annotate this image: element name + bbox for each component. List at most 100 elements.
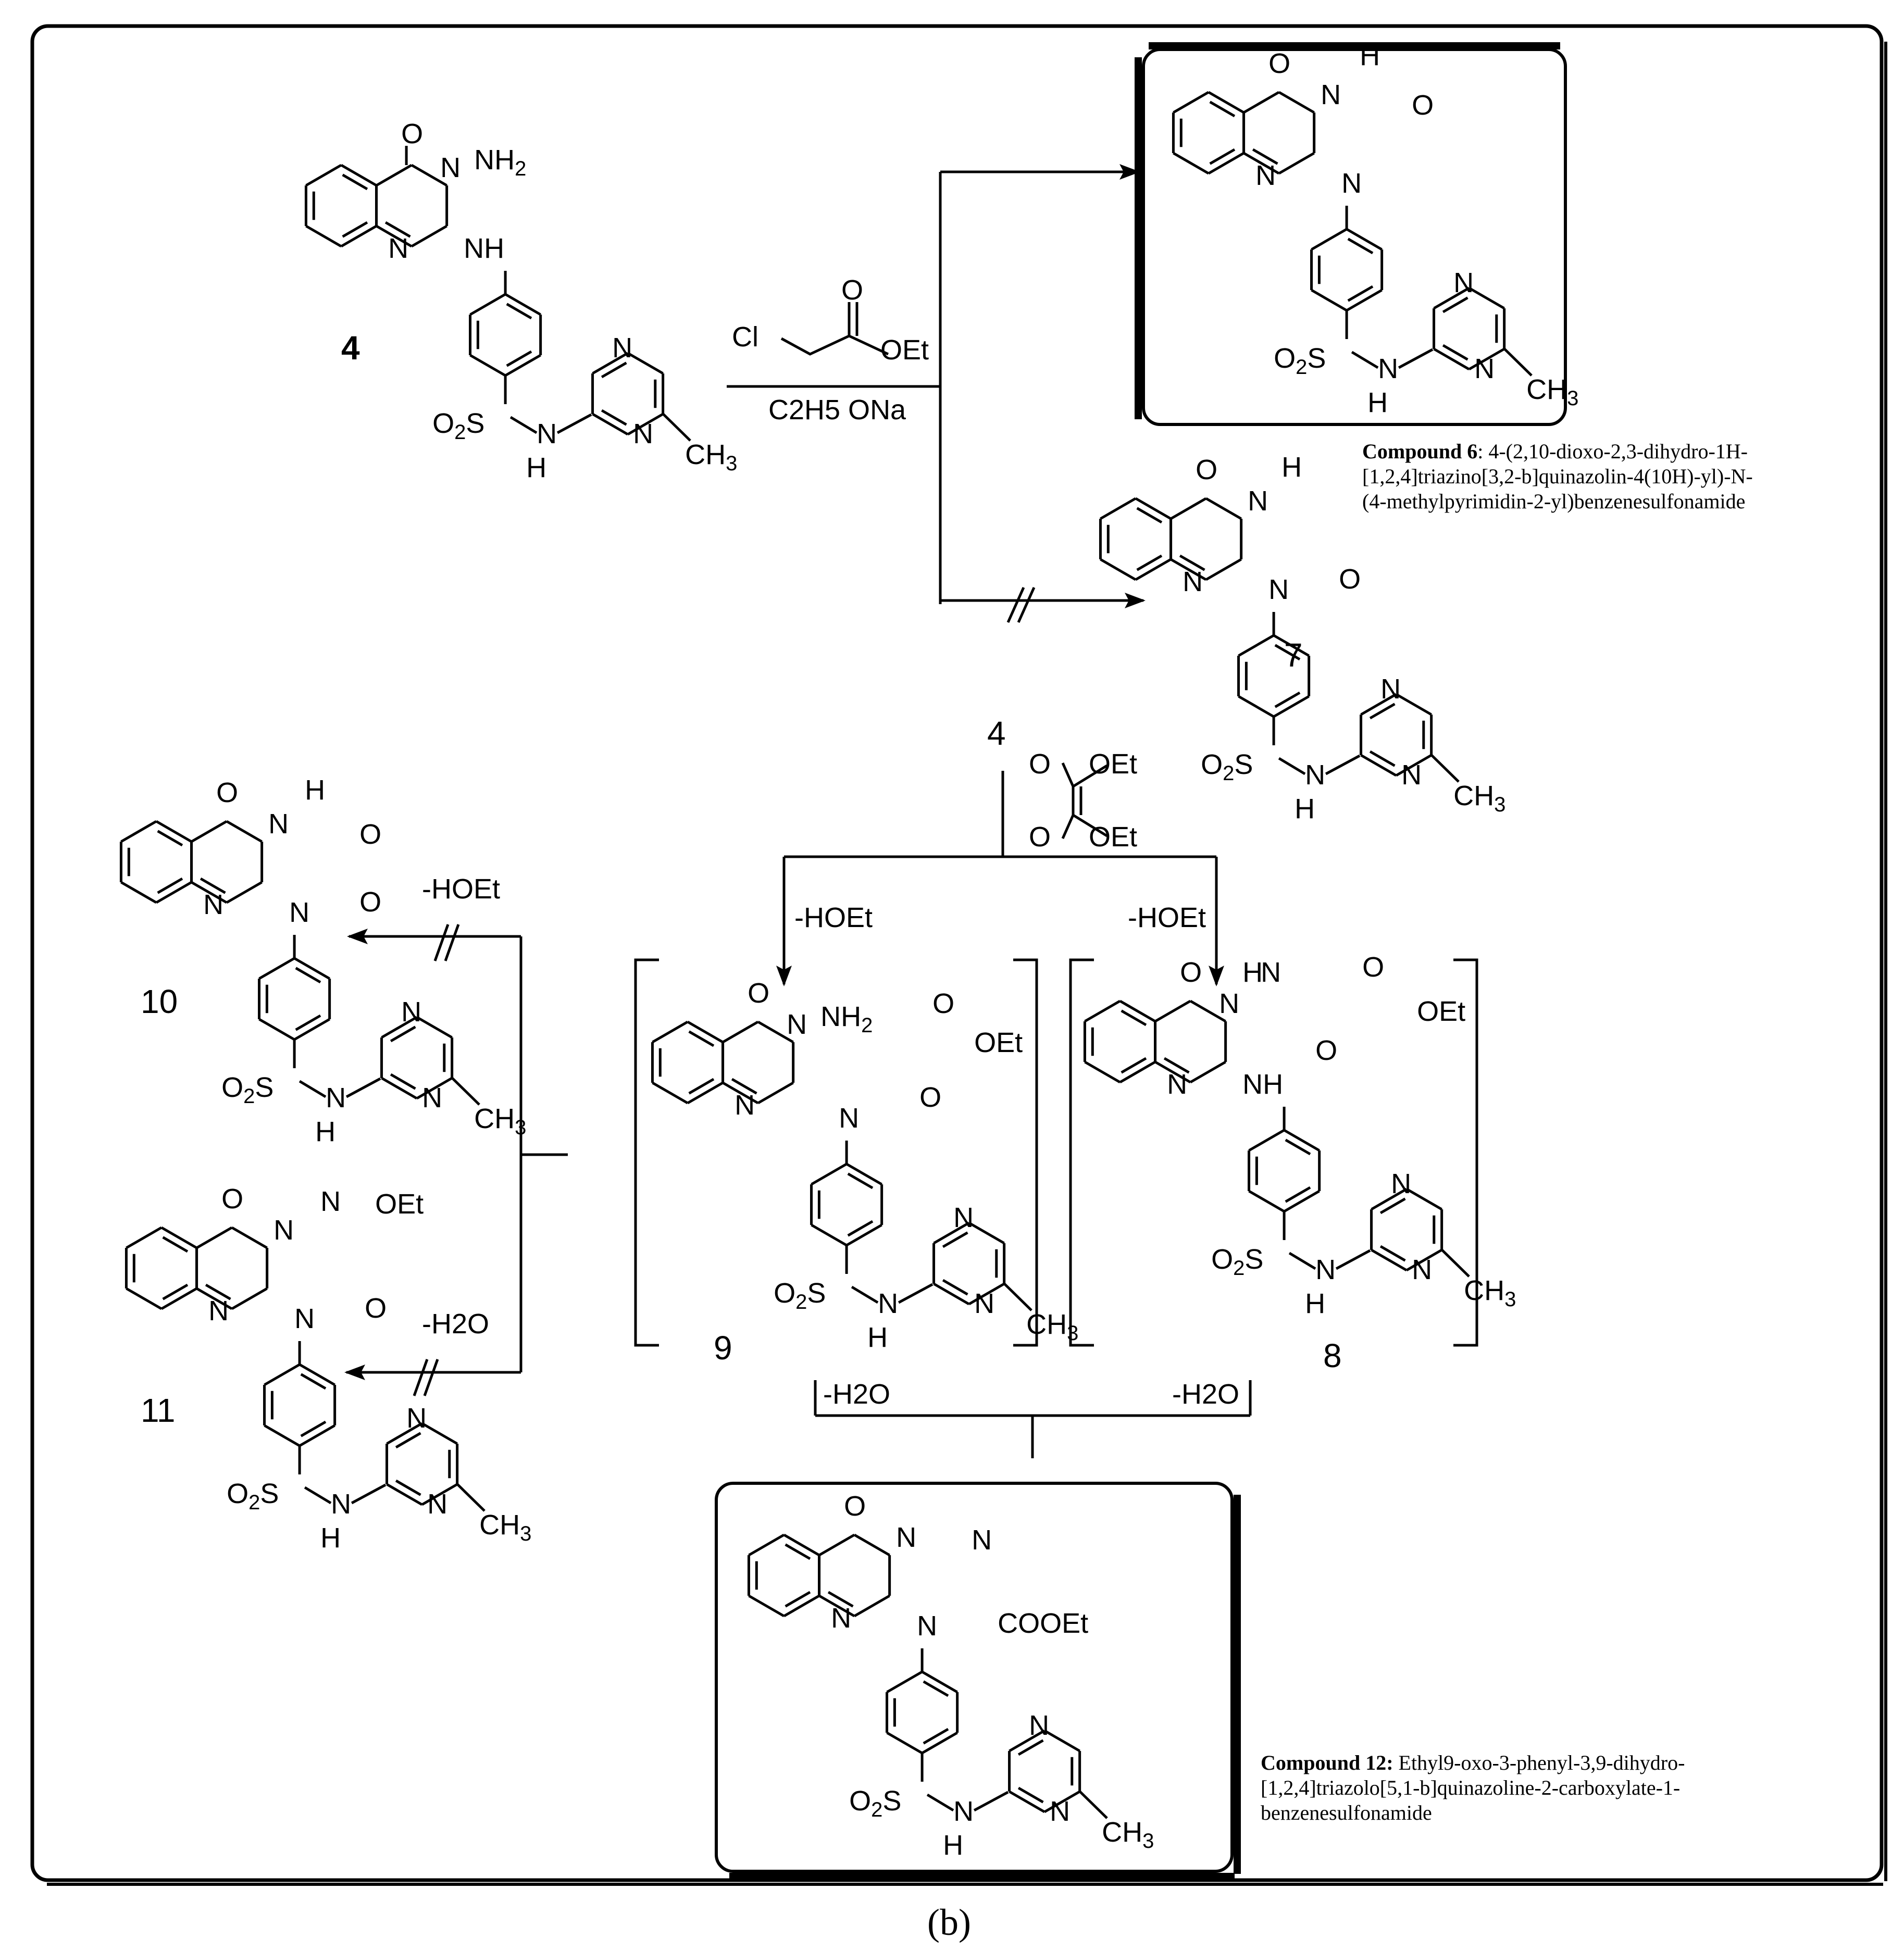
reagent-oxalate-oet-2: OEt	[1089, 821, 1137, 853]
compound-11-phenyl-double-bond	[300, 1373, 327, 1390]
compound-11-n4: N	[294, 1303, 315, 1334]
compound-7-pyrimidine-ring-bond	[1395, 754, 1432, 777]
compound-10-o1: O	[359, 819, 381, 850]
compound-8-pyrimidine-ring-bond	[1371, 1248, 1408, 1272]
compound-12-benzene-bond	[748, 1533, 785, 1557]
compound-11-pyrimidine-bond	[231, 1226, 268, 1249]
compound-12-phenyl-bond	[886, 1731, 923, 1755]
compound-9-pyrimidine-ring-double-bond	[942, 1279, 968, 1296]
compound-7-pyrimidine-ring-bond	[1360, 754, 1397, 777]
compound-12-phenyl-bond	[921, 1670, 958, 1694]
compound-7-benzene-bond	[1100, 497, 1137, 520]
compound-6-s-n-bond	[1351, 351, 1379, 369]
compound-7-pyrimidine-double-bond	[1179, 554, 1205, 571]
compound-11-phenyl-bond	[298, 1424, 335, 1447]
compound-11-s-n-bond	[304, 1486, 332, 1505]
compound-7-pyrimidine-bond	[1170, 497, 1207, 520]
compound-7-benzene-double-bond	[1136, 554, 1163, 571]
compound-4-phenyl-bond	[504, 293, 541, 316]
compound-4-phenyl-bond	[469, 354, 506, 377]
compound-12-pyrimidine-bond	[818, 1594, 855, 1618]
label-compound-4: 4	[341, 329, 360, 367]
compound-10-sulfonamide-h: H	[315, 1116, 335, 1147]
compound-10-benzene-bond	[155, 881, 192, 904]
reagent-chloroacetate-oet: OEt	[880, 334, 929, 366]
compound-8-pyrimidine-n1: N	[1391, 1168, 1411, 1199]
compound-6-pyrimidine-ring-bond	[1468, 286, 1505, 310]
compound-8-n-c-bond	[1335, 1249, 1371, 1270]
compound-10-benzene-double-bond	[157, 830, 183, 847]
compound-9-phenyl-bond	[811, 1223, 848, 1247]
label-compound-10: 10	[141, 983, 178, 1020]
compound-6-pyrimidine-bond	[1243, 152, 1280, 175]
compound-10-n-c-bond	[345, 1077, 381, 1098]
compound-6-benzene-bond	[1208, 91, 1245, 114]
compound-6-pyrimidine-bond	[1243, 91, 1280, 114]
compound-12-benzene-bond	[783, 1594, 820, 1618]
compound-9-pyrimidine-bond	[722, 1020, 759, 1044]
compound-9-pyrimidine-ring-bond	[968, 1282, 1005, 1306]
compound-10-sulfonamide-n: N	[326, 1082, 346, 1113]
compound-8-pyrimidine-double-bond	[1163, 1057, 1190, 1074]
compound-4-nh: NH	[464, 233, 504, 264]
compound-9-pyrimidine-ring-bond	[933, 1282, 970, 1306]
compound-9-benzene-bond	[687, 1081, 724, 1105]
compound-9-carbonyl-o: O	[748, 978, 769, 1009]
compound-4-phenyl-double-bond	[506, 303, 532, 320]
compound-4-benzene-bond	[305, 224, 342, 248]
compound-7-n-c-bond	[1325, 754, 1361, 775]
compound-10-pyrimidine-bond	[226, 820, 263, 843]
compound-10-phenyl-double-bond	[295, 1014, 321, 1031]
label-compound-11: 11	[141, 1392, 175, 1429]
compound-9-sulfonyl: O2S	[774, 1278, 826, 1313]
compound-11-sulfonamide-n: N	[331, 1488, 351, 1520]
compound-11-pyrimidine-double-bond	[205, 1283, 231, 1300]
compound-12-pyrimidine-bond	[853, 1594, 890, 1618]
compound-9-benzene-double-bond	[688, 1078, 715, 1095]
compound-6-box-shadow	[1135, 42, 1560, 419]
loss-hoet-to-9: -HOEt	[794, 902, 873, 933]
compound-8-nh: NH	[1242, 1069, 1283, 1100]
compound-6-methyl: CH3	[1526, 374, 1578, 410]
compound-10-pyrimidine-ring-bond	[381, 1016, 418, 1039]
compound-9-n-c-bond	[898, 1283, 934, 1304]
compound-10-pyrimidine-n1: N	[401, 996, 421, 1028]
compound-8-phenyl-bond	[1248, 1129, 1285, 1152]
compound-6-sulfonyl: O2S	[1274, 343, 1326, 379]
compound-10-pyrimidine-ring-double-bond	[390, 1073, 416, 1090]
compound-12-pyrimidine-ring-bond	[1043, 1790, 1080, 1813]
compound-11-benzene-double-bond	[162, 1236, 189, 1253]
compound-9-phenyl-double-bond	[847, 1220, 874, 1237]
compound-11-benzene-bond	[160, 1226, 197, 1249]
compound-6-sulfonamide-n: N	[1378, 353, 1398, 384]
compound-12-pyrimidine-ring-bond	[1009, 1790, 1046, 1813]
compound-9-benzene-bond	[652, 1020, 689, 1044]
compound-11-pyrimidine-ring-bond	[386, 1422, 423, 1445]
compound-9-amide-o: O	[919, 1082, 941, 1113]
compound-7-benzene-bond	[1135, 497, 1172, 520]
compound-7-sulfonamide-h: H	[1295, 793, 1315, 824]
compound-9-s-n-bond	[851, 1285, 879, 1304]
compound-11-phenyl-bond	[298, 1363, 335, 1386]
compound-7-n1: N	[1183, 566, 1203, 597]
compound-12-methyl-bond	[1079, 1791, 1108, 1819]
compound-7-phenyl-bond	[1238, 634, 1275, 657]
compound-4-pyrimidine-ring-double-bond	[601, 361, 627, 379]
compound-6-pyrimidine-ring-bond	[1433, 286, 1470, 310]
compound-8-benzene-double-bond	[1121, 1057, 1147, 1074]
reagent-chloroacetate-o: O	[841, 274, 863, 306]
compound-10-methyl-bond	[451, 1077, 480, 1106]
compound-10-pyrimidine-ring-bond	[381, 1077, 418, 1100]
compound-4-methyl: CH3	[685, 439, 737, 475]
caption-compound-6: Compound 6: 4-(2,10-dioxo-2,3-dihydro-1H…	[1362, 440, 1748, 463]
compound-8-phenyl-bond	[1283, 1129, 1320, 1152]
compound-10-phenyl-bond	[293, 957, 330, 980]
compound-6-phenyl-bond	[1346, 289, 1383, 312]
compound-9-sulfonamide-n: N	[878, 1288, 898, 1319]
compound-4-pyrimidine-ring-bond	[592, 352, 629, 375]
compound-12-pyrimidine-ring-double-bond	[1017, 1786, 1044, 1804]
compound-4-methyl-bond	[662, 413, 691, 442]
compound-8-sulfonyl: O2S	[1211, 1244, 1263, 1280]
compound-12-n2: N	[972, 1524, 992, 1556]
